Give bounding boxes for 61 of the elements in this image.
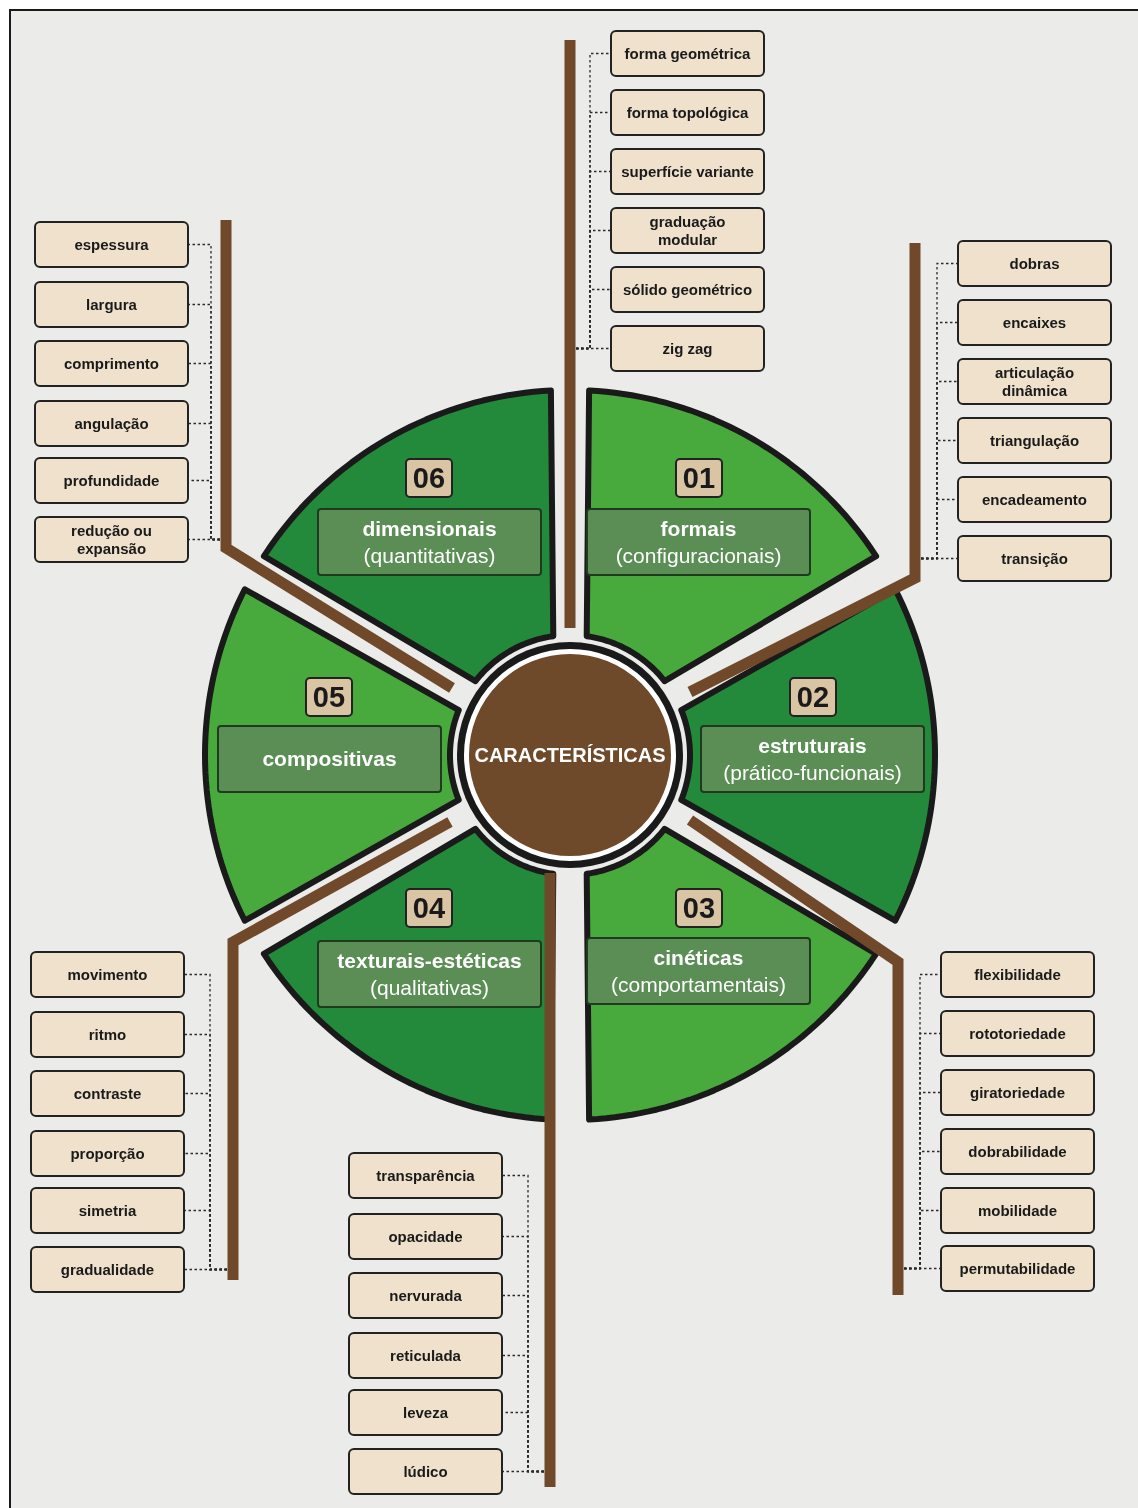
attribute-box: encadeamento <box>957 476 1112 523</box>
attribute-box: leveza <box>348 1389 503 1436</box>
number-badge: 01 <box>675 458 723 498</box>
category-panel <box>586 508 811 576</box>
attribute-box: forma geométrica <box>610 30 765 77</box>
attribute-box: gradualidade <box>30 1246 185 1293</box>
category-title: formais <box>660 515 737 542</box>
attribute-box: redução ou expansão <box>34 516 189 563</box>
attribute-box: flexibilidade <box>940 951 1095 998</box>
category-title: cinéticas <box>653 944 744 971</box>
category-title: texturais-estéticas <box>337 947 522 974</box>
number-badge: 05 <box>305 677 353 717</box>
attribute-box: proporção <box>30 1130 185 1177</box>
category-subtitle: (comportamentais) <box>610 972 787 998</box>
category-subtitle: (configuracionais) <box>615 543 782 569</box>
category-panel <box>217 725 442 793</box>
attribute-box: lúdico <box>348 1448 503 1495</box>
attribute-box: movimento <box>30 951 185 998</box>
attribute-box: largura <box>34 281 189 328</box>
attribute-box: sólido geométrico <box>610 266 765 313</box>
attribute-box: zig zag <box>610 325 765 372</box>
attribute-box: graduação modular <box>610 207 765 254</box>
category-subtitle: (qualitativas) <box>369 975 490 1001</box>
attribute-box: simetria <box>30 1187 185 1234</box>
number-badge: 02 <box>789 677 837 717</box>
attribute-box: rototoriedade <box>940 1010 1095 1057</box>
attribute-box: reticulada <box>348 1332 503 1379</box>
category-subtitle: (quantitativas) <box>363 543 496 569</box>
number-badge: 03 <box>675 888 723 928</box>
attribute-box: espessura <box>34 221 189 268</box>
attribute-box: encaixes <box>957 299 1112 346</box>
category-panel <box>317 508 542 576</box>
category-title: compositivas <box>262 746 397 773</box>
attribute-box: comprimento <box>34 340 189 387</box>
dotted-connector <box>575 347 611 350</box>
attribute-box: forma topológica <box>610 89 765 136</box>
attribute-box: permutabilidade <box>940 1245 1095 1292</box>
category-subtitle: (prático-funcionais) <box>723 760 902 786</box>
attribute-box: transição <box>957 535 1112 582</box>
attribute-box: articulação dinâmica <box>957 358 1112 405</box>
attribute-box: dobrabilidade <box>940 1128 1095 1175</box>
attribute-box: dobras <box>957 240 1112 287</box>
category-panel <box>317 940 542 1008</box>
number-badge: 06 <box>405 458 453 498</box>
category-title: dimensionais <box>362 515 497 542</box>
attribute-box: contraste <box>30 1070 185 1117</box>
attribute-box: triangulação <box>957 417 1112 464</box>
attribute-box: superfície variante <box>610 148 765 195</box>
attribute-box: angulação <box>34 400 189 447</box>
category-title: estruturais <box>758 732 867 759</box>
attribute-box: giratoriedade <box>940 1069 1095 1116</box>
attribute-box: nervurada <box>348 1272 503 1319</box>
category-panel <box>586 937 811 1005</box>
attribute-box: transparência <box>348 1152 503 1199</box>
dotted-connector <box>184 1268 228 1271</box>
attribute-box: opacidade <box>348 1213 503 1260</box>
attribute-box: mobilidade <box>940 1187 1095 1234</box>
category-panel <box>700 725 925 793</box>
attribute-box: profundidade <box>34 457 189 504</box>
attribute-box: ritmo <box>30 1011 185 1058</box>
number-badge: 04 <box>405 888 453 928</box>
